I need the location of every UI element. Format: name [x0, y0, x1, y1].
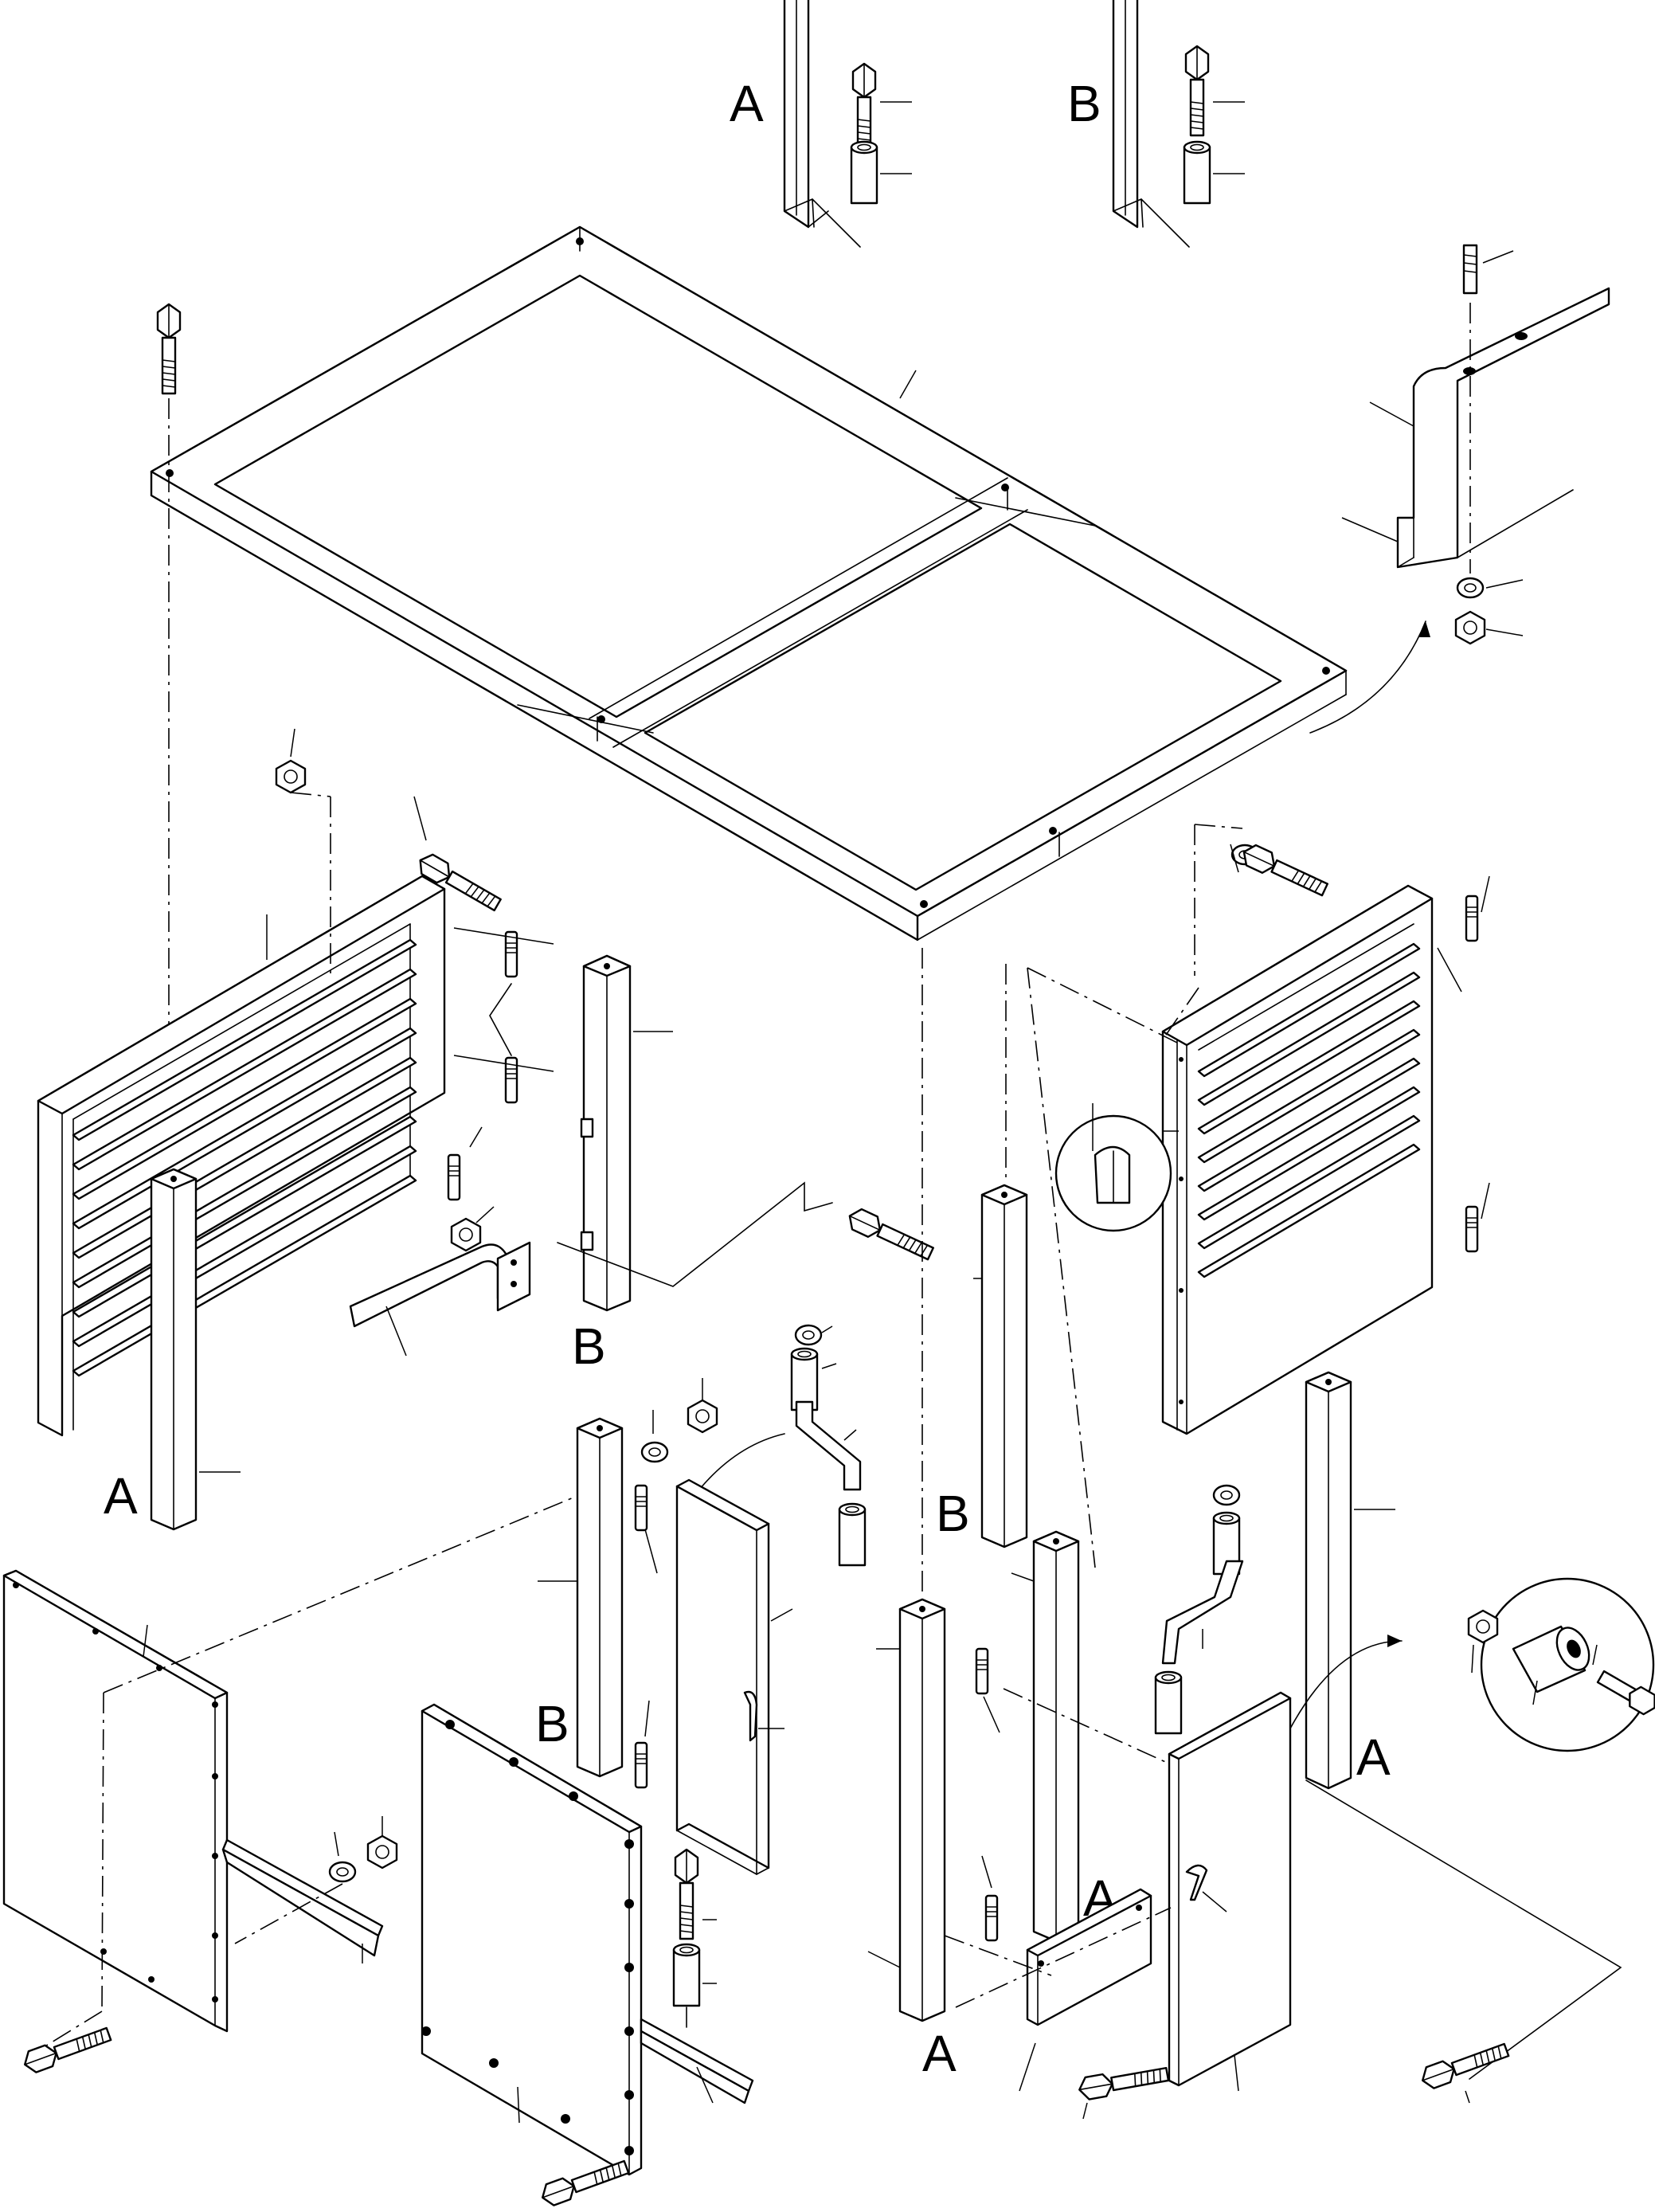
bracket-stud: [1462, 244, 1514, 574]
door-hardware-left: [634, 1378, 785, 1789]
detail-a-post: [783, 0, 861, 248]
callout-label: A: [922, 2025, 957, 2082]
left-post-a: [150, 1168, 241, 1531]
detail-a-bolt: [850, 62, 912, 205]
center-post-b: [973, 964, 1028, 1548]
lower-post-pins: [975, 1647, 1172, 1942]
detail-b-bolt: [1183, 45, 1245, 205]
callout-label: B: [535, 1695, 569, 1752]
right-bottom-bolt: [1418, 2038, 1512, 2093]
door-stop-center: [790, 1324, 867, 1567]
lower-rail-left: [221, 1816, 398, 1963]
hinge-pins-left: [447, 927, 554, 1201]
callout-label: B: [572, 1317, 606, 1375]
lower-left-post-b: [538, 1417, 624, 1778]
bottom-center-bolt: [538, 2155, 632, 2210]
right-panel-bolt: [1162, 824, 1331, 1040]
right-door: [1168, 1691, 1622, 2092]
callout-label: A: [730, 75, 764, 132]
rail-bracket: [349, 1206, 531, 1357]
callout-label: A: [1356, 1728, 1391, 1786]
lower-center-panel: [421, 1703, 643, 2176]
lower-center-bolt: [672, 1848, 717, 2028]
post-bolt: [557, 1181, 937, 1287]
top-frame: [150, 225, 1348, 942]
bottom-left-bolt: [20, 2022, 114, 2077]
callout-label: B: [936, 1485, 970, 1542]
lower-post-a-right: [1011, 1530, 1080, 1943]
panel-bolt: [275, 728, 504, 980]
small-plate: [1019, 1888, 1152, 2092]
clip-detail-circle: [1027, 967, 1180, 1568]
left-louvre-panel: [37, 875, 446, 1437]
lower-left-panel: [2, 1497, 574, 2048]
lower-post-a-left: [867, 948, 946, 2022]
angle-bracket: [1341, 287, 1610, 569]
door-stop-right: [1154, 1484, 1244, 1735]
callout-label: B: [1067, 75, 1101, 132]
right-post-a: [1305, 1371, 1395, 1790]
post-b-upper: [580, 954, 673, 1312]
bracket-washer-nut: [1454, 577, 1524, 645]
detail-b-post: [1112, 0, 1190, 248]
hinge-pins-right: [1465, 875, 1490, 1253]
assembly-arrow: [1289, 1640, 1403, 1729]
spacer-detail-circle: [1467, 1577, 1655, 1752]
assembly-arrow: [1309, 621, 1426, 734]
right-louvre-panel: [1161, 884, 1462, 1435]
plate-bolt: [1076, 2062, 1171, 2102]
left-door: [675, 1478, 793, 1875]
lower-rail-center: [640, 2018, 754, 2104]
callout-label: A: [104, 1467, 138, 1525]
